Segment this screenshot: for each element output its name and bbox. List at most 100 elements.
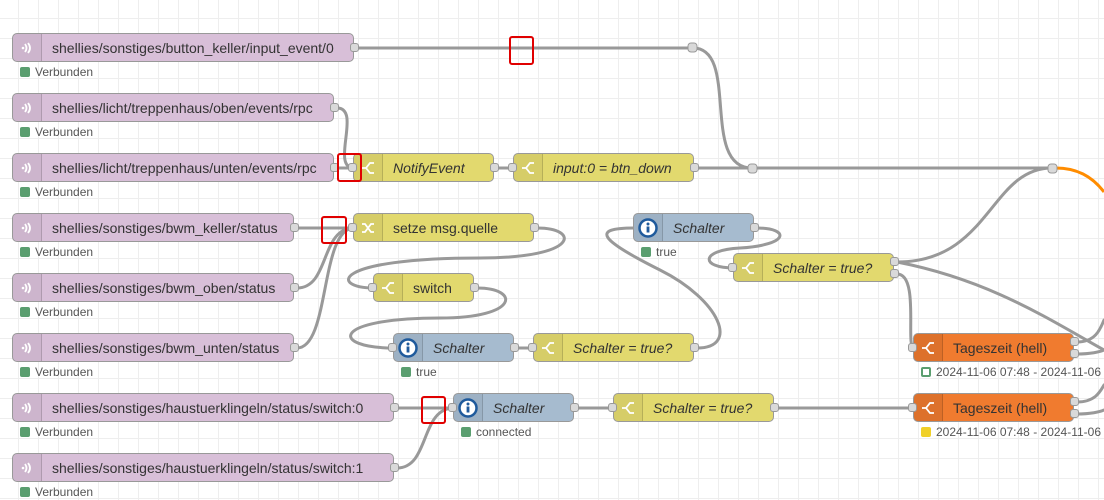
input-port[interactable] — [528, 343, 537, 352]
switch-icon — [374, 274, 403, 301]
output-port[interactable] — [1070, 337, 1079, 346]
wire — [605, 226, 722, 350]
status-dot — [20, 487, 30, 497]
status-dot — [921, 427, 931, 437]
input-port[interactable] — [908, 343, 917, 352]
info-node-schalter-2[interactable]: Schalter — [388, 333, 519, 362]
highlight-box — [421, 396, 446, 424]
mqtt-node-bwm-unten[interactable]: shellies/sonstiges/bwm_unten/status — [12, 333, 299, 362]
output-port[interactable] — [1070, 397, 1079, 406]
input-port[interactable] — [908, 403, 917, 412]
node-label: shellies/sonstiges/bwm_keller/status — [52, 219, 278, 236]
switch-icon — [534, 334, 563, 361]
switch-node-switch[interactable]: switch — [368, 273, 479, 302]
mqtt-node-bwm-keller[interactable]: shellies/sonstiges/bwm_keller/status — [12, 213, 299, 242]
switch-node-schalter-true-3[interactable]: Schalter = true? — [608, 393, 779, 422]
node-label: shellies/sonstiges/button_keller/input_e… — [52, 39, 334, 56]
mqtt-node-klingel-0[interactable]: shellies/sonstiges/haustuerklingeln/stat… — [12, 393, 399, 422]
node-label: shellies/sonstiges/bwm_oben/status — [52, 279, 276, 296]
input-port[interactable] — [368, 283, 377, 292]
shuffle-icon — [354, 214, 383, 241]
switch-icon — [914, 334, 943, 361]
mqtt-node-bwm-oben[interactable]: shellies/sonstiges/bwm_oben/status — [12, 273, 299, 302]
output-port[interactable] — [390, 403, 399, 412]
output-port[interactable] — [470, 283, 479, 292]
switch-node-notify-event[interactable]: NotifyEvent — [348, 153, 499, 182]
wifi-icon — [13, 94, 42, 121]
time-node-tageszeit-1[interactable]: Tageszeit (hell) — [908, 333, 1079, 362]
mqtt-node-klingel-1[interactable]: shellies/sonstiges/haustuerklingeln/stat… — [12, 453, 399, 482]
node-label: shellies/sonstiges/bwm_unten/status — [52, 339, 280, 356]
output-port[interactable] — [350, 43, 359, 52]
status-text: true — [416, 365, 437, 379]
output-port[interactable] — [570, 403, 579, 412]
status-dot — [20, 67, 30, 77]
time-node-tageszeit-2[interactable]: Tageszeit (hell) — [908, 393, 1079, 422]
output-port[interactable] — [770, 403, 779, 412]
status-badge: Verbunden — [20, 365, 93, 379]
switch-node-schalter-true-1[interactable]: Schalter = true? — [728, 253, 899, 282]
switch-icon — [734, 254, 763, 281]
node-label: shellies/licht/treppenhaus/unten/events/… — [52, 159, 317, 176]
status-badge: 2024-11-06 07:48 - 2024-11-06 — [921, 365, 1101, 379]
status-dot — [20, 127, 30, 137]
output-port[interactable] — [510, 343, 519, 352]
change-node-setze-quelle[interactable]: setze msg.quelle — [348, 213, 539, 242]
status-dot — [20, 247, 30, 257]
node-label: Schalter — [493, 399, 545, 416]
status-dot — [20, 187, 30, 197]
status-dot — [20, 307, 30, 317]
input-port[interactable] — [448, 403, 457, 412]
status-badge: 2024-11-06 07:48 - 2024-11-06 — [921, 425, 1101, 439]
output-port[interactable] — [750, 223, 759, 232]
wifi-icon — [13, 454, 42, 481]
output-port[interactable] — [890, 269, 899, 278]
output-port[interactable] — [530, 223, 539, 232]
output-port[interactable] — [1070, 349, 1079, 358]
highlight-box — [337, 153, 362, 182]
output-port[interactable] — [890, 257, 899, 266]
switch-node-input-btn-down[interactable]: input:0 = btn_down — [508, 153, 699, 182]
status-text: Verbunden — [35, 425, 94, 439]
output-port[interactable] — [690, 343, 699, 352]
mqtt-node-button-keller[interactable]: shellies/sonstiges/button_keller/input_e… — [12, 33, 359, 62]
info-icon — [394, 334, 423, 361]
mqtt-node-treppe-unten[interactable]: shellies/licht/treppenhaus/unten/events/… — [12, 153, 339, 182]
input-port[interactable] — [348, 163, 357, 172]
status-dot — [401, 367, 411, 377]
output-port[interactable] — [390, 463, 399, 472]
node-label: Schalter = true? — [653, 399, 753, 416]
input-port[interactable] — [728, 263, 737, 272]
wire — [1075, 408, 1104, 416]
output-port[interactable] — [490, 163, 499, 172]
input-port[interactable] — [388, 343, 397, 352]
input-port[interactable] — [608, 403, 617, 412]
wifi-icon — [13, 394, 42, 421]
status-badge: Verbunden — [20, 425, 93, 439]
info-node-schalter-3[interactable]: Schalter — [448, 393, 579, 422]
node-label: Tageszeit (hell) — [953, 399, 1048, 416]
status-dot — [641, 247, 651, 257]
junction-port — [687, 42, 698, 53]
output-port[interactable] — [1070, 409, 1079, 418]
output-port[interactable] — [290, 223, 299, 232]
info-node-schalter-1[interactable]: Schalter — [633, 213, 759, 242]
output-port[interactable] — [690, 163, 699, 172]
highlight-box — [321, 216, 347, 244]
wire — [1075, 383, 1104, 404]
active-wire — [1055, 166, 1104, 193]
wire — [895, 272, 916, 350]
output-port[interactable] — [290, 343, 299, 352]
output-port[interactable] — [330, 103, 339, 112]
info-icon — [634, 214, 663, 241]
input-port[interactable] — [508, 163, 517, 172]
mqtt-node-treppe-oben[interactable]: shellies/licht/treppenhaus/oben/events/r… — [12, 93, 339, 122]
status-badge: Verbunden — [20, 245, 93, 259]
output-port[interactable] — [290, 283, 299, 292]
node-label: shellies/sonstiges/haustuerklingeln/stat… — [52, 459, 364, 476]
switch-node-schalter-true-2[interactable]: Schalter = true? — [528, 333, 699, 362]
status-badge: true — [401, 365, 437, 379]
wire — [895, 166, 1054, 264]
input-port[interactable] — [348, 223, 357, 232]
